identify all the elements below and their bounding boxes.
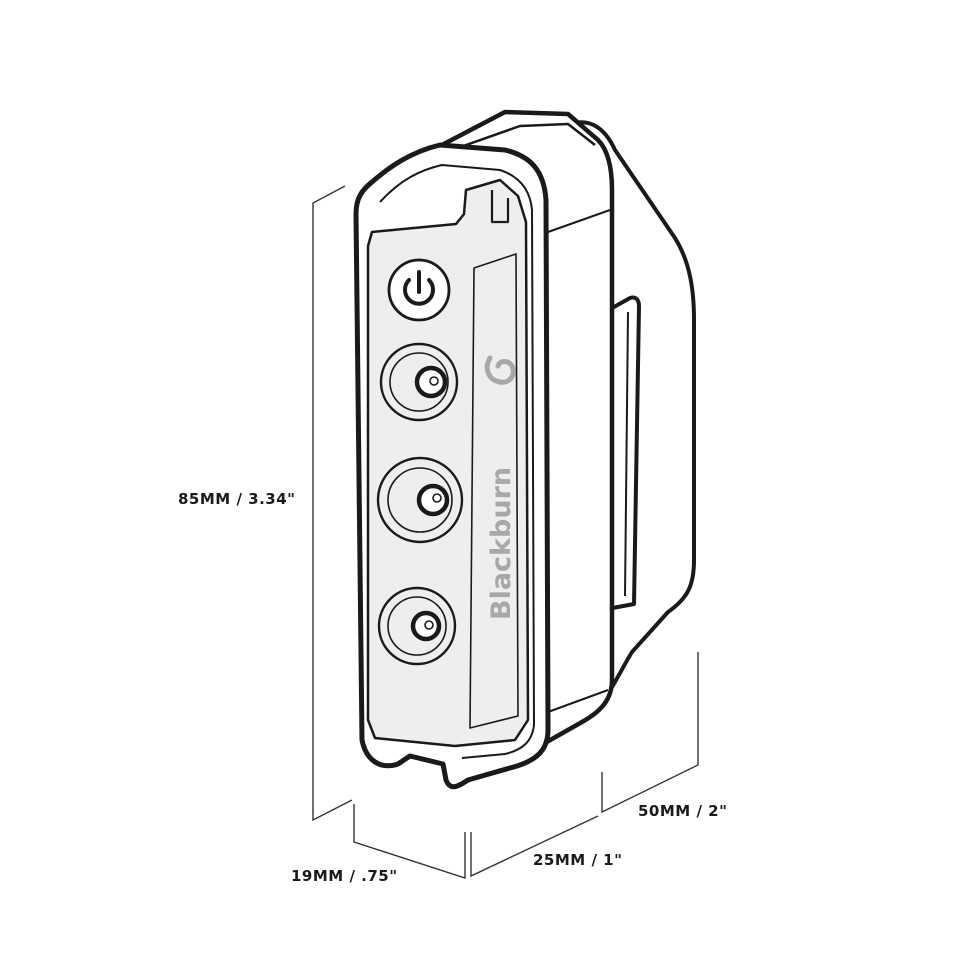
housing-top-edge xyxy=(451,122,596,152)
lens-panel xyxy=(366,178,530,748)
brand-flame-icon xyxy=(484,355,516,385)
power-icon xyxy=(403,270,435,306)
depth-label: 50MM / 2" xyxy=(638,802,728,820)
lens-inner-line xyxy=(469,253,519,729)
lens-notch xyxy=(490,190,510,224)
housing-seam xyxy=(547,209,611,713)
mode-icon xyxy=(414,365,448,399)
depth-dimension-line xyxy=(601,652,699,814)
height-dimension-line xyxy=(312,185,353,822)
power-button[interactable] xyxy=(387,258,451,322)
mode-icon xyxy=(410,610,442,642)
width-label: 25MM / 1" xyxy=(533,851,623,869)
mode-button-1[interactable] xyxy=(379,342,459,422)
brand-wordmark: Blackburn xyxy=(486,467,517,620)
thickness-label: 19MM / .75" xyxy=(291,867,398,885)
buttons xyxy=(376,258,464,666)
mode-icon xyxy=(416,483,450,517)
housing-front-inner xyxy=(379,164,535,759)
height-label: 85MM / 3.34" xyxy=(178,490,296,508)
brand-logo: Blackburn xyxy=(484,355,517,620)
width-dimension-line xyxy=(470,815,599,878)
thickness-dimension-line xyxy=(353,804,466,879)
housing xyxy=(353,109,615,790)
dimension-lines xyxy=(312,185,699,879)
mode-button-2[interactable] xyxy=(376,456,464,544)
mode-button-3[interactable] xyxy=(377,586,457,666)
